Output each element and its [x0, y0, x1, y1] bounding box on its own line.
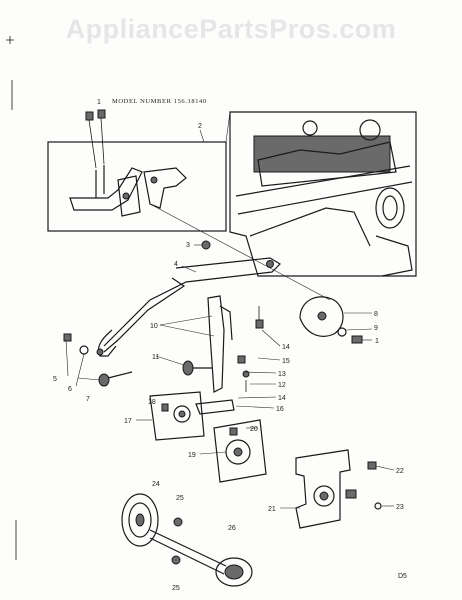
callout-labels: 1 2 3 4 5 6 7 8 9 1 10 11 12 13 14 14 15…: [53, 99, 404, 592]
callout-18: 18: [148, 399, 156, 406]
callout-7: 7: [86, 396, 90, 403]
callout-17: 17: [124, 418, 132, 425]
callout-6: 6: [68, 386, 72, 393]
leader-line: [149, 203, 331, 301]
screw-pair: [85, 109, 106, 169]
model-number-title: MODEL NUMBER 156.18140: [112, 98, 207, 105]
screw-parts-5-6-7: [63, 333, 133, 387]
callout-26: 26: [228, 525, 236, 532]
callout-5: 5: [53, 376, 57, 383]
callout-4: 4: [174, 261, 178, 268]
shaft-part-26: [121, 493, 253, 587]
callout-1: 1: [97, 99, 101, 106]
callout-1b: 1: [375, 338, 379, 345]
callout-20: 20: [250, 426, 258, 433]
callout-15: 15: [282, 358, 290, 365]
bracket-assembly: [69, 165, 187, 217]
detail-box-machine: [229, 111, 417, 277]
registration-mark: [6, 36, 14, 44]
callout-2: 2: [198, 123, 202, 130]
lever-part-4: [97, 257, 281, 357]
callout-25: 25: [176, 495, 184, 502]
callout-11: 11: [152, 354, 159, 361]
callout-25b: 25: [172, 585, 180, 592]
callout-16: 16: [276, 406, 284, 413]
callout-14b: 14: [278, 395, 286, 402]
scan-edge: [11, 80, 17, 560]
callout-13: 13: [278, 371, 286, 378]
arm-part-10: [207, 295, 233, 393]
callout-14: 14: [282, 344, 290, 351]
pin-part-11: [182, 360, 212, 376]
bracket-part-21: [295, 449, 382, 529]
callout-23: 23: [396, 504, 404, 511]
callout-22: 22: [396, 468, 404, 475]
cam-disc-part-8: [299, 296, 363, 344]
callout-8: 8: [374, 311, 378, 318]
callout-12: 12: [278, 382, 286, 389]
callout-21: 21: [268, 506, 276, 513]
page-code: D5: [398, 573, 407, 580]
callout-leaders: [65, 129, 395, 509]
callout-24: 24: [152, 481, 160, 488]
plate-part-17: [149, 391, 205, 441]
callout-10: 10: [150, 323, 158, 330]
callout-3: 3: [186, 242, 190, 249]
detail-box-bracket: [47, 141, 227, 232]
nut-part-3: [201, 240, 211, 250]
plate-part-19: [213, 419, 267, 483]
leader-line: [225, 111, 231, 143]
callout-9: 9: [374, 325, 378, 332]
plate-part-16: [195, 399, 235, 415]
watermark: AppliancePartsPros.com: [65, 14, 397, 44]
callout-19: 19: [188, 452, 196, 459]
small-screws: [237, 306, 264, 392]
machine-mechanism: [235, 119, 413, 277]
